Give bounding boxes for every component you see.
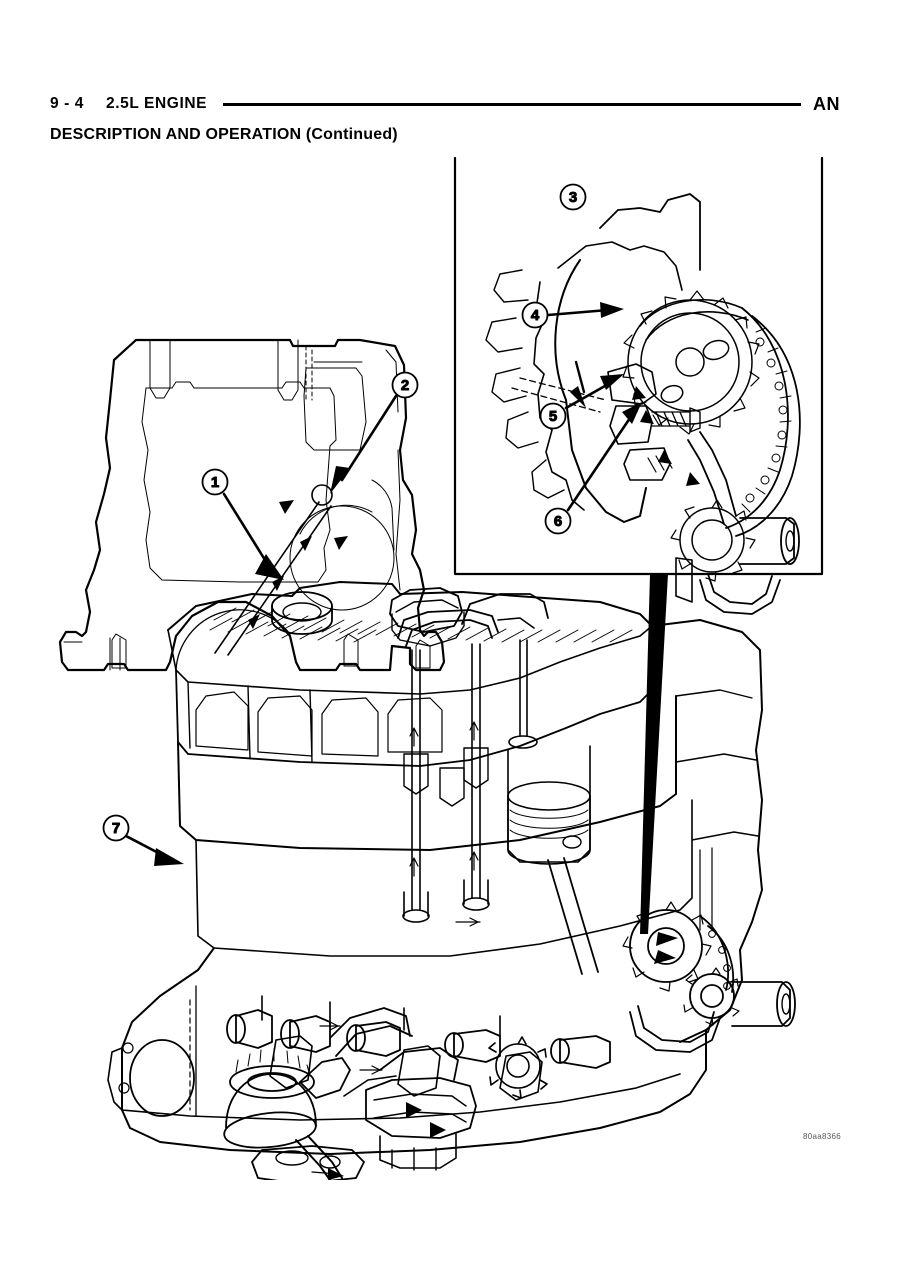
callout-4-label: 4 bbox=[531, 307, 540, 324]
callout-1: 1 bbox=[201, 468, 284, 580]
header-rule bbox=[223, 102, 801, 106]
callout-3-label: 3 bbox=[569, 189, 577, 206]
callout-5: 5 bbox=[539, 374, 624, 430]
callout-2: 2 bbox=[330, 371, 419, 494]
callout-6-label: 6 bbox=[554, 513, 562, 530]
callout-7-label: 7 bbox=[112, 820, 120, 837]
page-number: 9 - 4 bbox=[50, 95, 85, 112]
block-rear-face-view: 1 2 bbox=[58, 338, 446, 672]
callout-1-label: 1 bbox=[211, 474, 219, 491]
header-section-title: 2.5L ENGINE bbox=[106, 95, 208, 112]
page-header: 9 - 4 2.5L ENGINE AN bbox=[50, 92, 840, 116]
callout-2-label: 2 bbox=[401, 377, 409, 394]
manual-code: AN bbox=[813, 93, 840, 114]
inset-leader-line bbox=[640, 574, 668, 934]
timing-drive-inset-box: 3 4 5 6 bbox=[453, 156, 824, 615]
figure-illustration: 1 2 bbox=[0, 150, 909, 1180]
callout-4: 4 bbox=[521, 301, 624, 329]
section-heading: DESCRIPTION AND OPERATION (Continued) bbox=[50, 126, 398, 143]
callout-5-label: 5 bbox=[549, 408, 557, 425]
engine-line-drawing: 1 2 bbox=[58, 156, 824, 1180]
callout-3: 3 bbox=[559, 183, 587, 408]
callout-6: 6 bbox=[544, 402, 642, 535]
figure-code: 80aa8366 bbox=[803, 1132, 841, 1141]
callout-7: 7 bbox=[102, 814, 184, 866]
engine-cutaway-view: 7 bbox=[102, 581, 796, 1180]
